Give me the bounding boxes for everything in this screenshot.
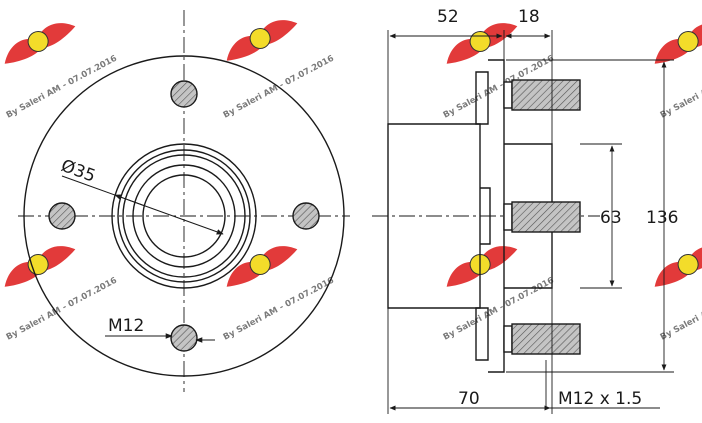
watermark-logo [654,23,702,64]
hub-ring-2 [117,149,251,283]
watermark-text: By Saleri AM - 07.07.2016 [659,54,702,121]
front-view [18,10,350,392]
watermark-text: By Saleri AM - 07.07.2016 [222,276,336,343]
dim-70-label: 70 [458,389,480,409]
watermark-logo [4,23,76,64]
watermark-logo [654,246,702,287]
wheel-stud-middle [503,201,581,233]
stud-hole-bottom [170,324,198,352]
dim-63-label: 63 [600,208,622,228]
side-view [372,30,674,414]
watermark-logo [226,20,298,61]
hub-spigot [480,187,491,245]
bore-circle [142,174,226,258]
hub-outer-ring [111,143,257,289]
bore-diameter-leader-start [114,194,146,207]
hub-step-lower [475,307,489,361]
hub-ring-3 [122,154,246,278]
watermarks: By Saleri AM - 07.07.2016 By Saleri AM -… [4,20,702,343]
watermark-text: By Saleri AM - 07.07.2016 [659,276,702,343]
watermark-text: By Saleri AM - 07.07.2016 [5,276,119,343]
wheel-stud-top [503,79,581,111]
watermark-text: By Saleri AM - 07.07.2016 [5,54,119,121]
hub-step-upper [475,71,489,125]
stud-hole-left [48,202,76,230]
dim-52-label: 52 [437,7,459,27]
stud-hole-right [292,202,320,230]
dim-136-label: 136 [646,208,678,228]
wheel-stud-bottom [503,323,581,355]
flange-outer-circle [23,55,345,377]
watermark-logo [226,246,298,287]
stud-thread-label-left: M12 [108,316,144,336]
stud-hole-top [170,80,198,108]
stud-thread-label-side: M12 x 1.5 [558,389,642,409]
hub-ring-4 [132,164,236,268]
dim-18-label: 18 [518,7,540,27]
